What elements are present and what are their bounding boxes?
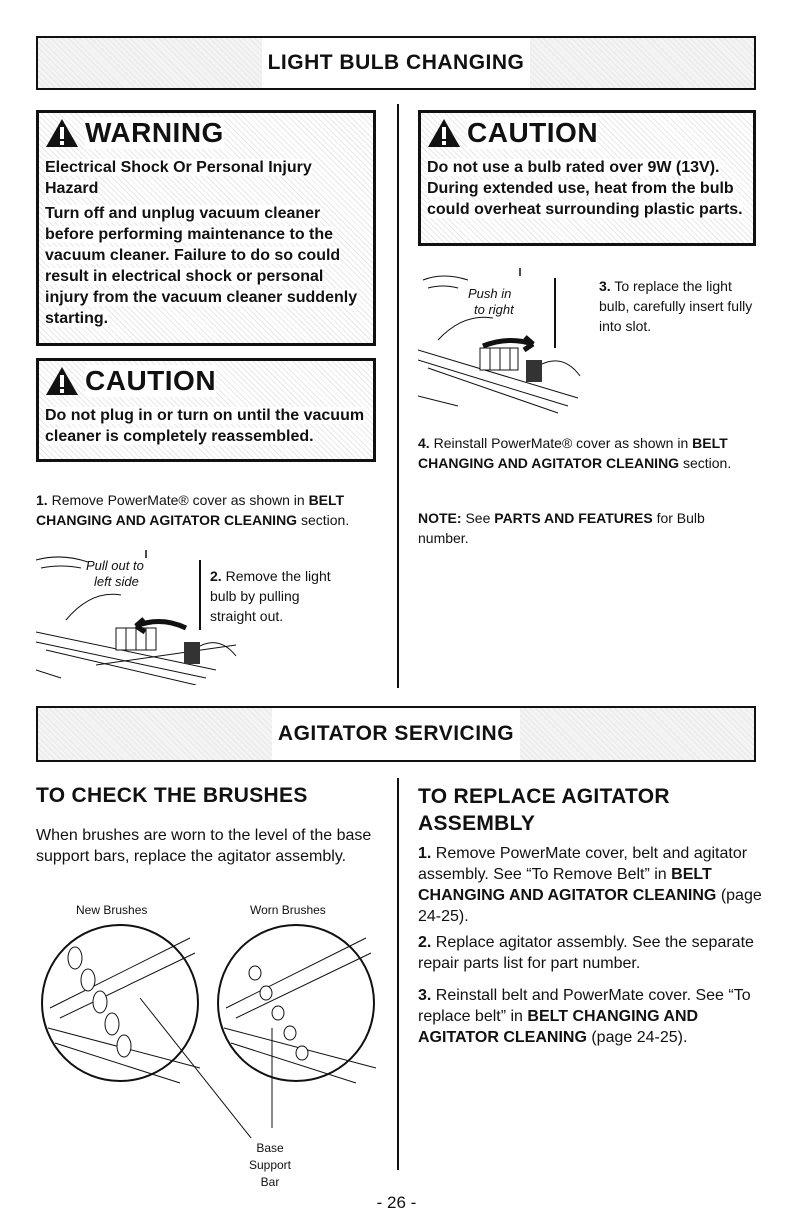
- warning-title: WARNING: [85, 117, 224, 149]
- column-divider: [397, 104, 399, 688]
- caution-box-bulb-rating: CAUTION Do not use a bulb rated over 9W …: [418, 110, 756, 246]
- note-bulb-number: NOTE: See PARTS AND FEATURES for Bulb nu…: [418, 510, 705, 546]
- bulb-removal-illustration: Pull out to left side: [36, 550, 237, 685]
- caution-title: CAUTION: [467, 117, 599, 149]
- caution-text: Do not plug in or turn on until the vacu…: [45, 407, 365, 445]
- replace-agitator-heading: TO REPLACE AGITATOR ASSEMBLY: [418, 785, 670, 835]
- replace-step-2: 2. Replace agitator assembly. See the se…: [418, 934, 754, 972]
- step-4-reinstall-cover: 4. Reinstall PowerMate® cover as shown i…: [418, 435, 732, 471]
- warning-box: WARNING Electrical Shock Or Personal Inj…: [36, 110, 376, 346]
- replace-step-1: 1. Remove PowerMate cover, belt and agit…: [418, 845, 762, 925]
- caution-title-row: CAUTION: [45, 365, 367, 397]
- step-2-remove-bulb: 2. Remove the light bulb by pulling stra…: [210, 568, 331, 624]
- warning-hazard: Electrical Shock Or Personal Injury Haza…: [45, 159, 312, 197]
- step-3-insert-bulb: 3. To replace the light bulb, carefully …: [599, 278, 753, 334]
- caution-title-row: CAUTION: [427, 117, 747, 149]
- pull-out-label: Pull out to: [86, 558, 144, 573]
- worn-brushes-label: Worn Brushes: [250, 903, 326, 917]
- replace-step-3: 3. Reinstall belt and PowerMate cover. S…: [418, 987, 751, 1046]
- warning-title-row: WARNING: [45, 117, 367, 149]
- base-support-bar-label: Base Support Bar: [248, 1141, 292, 1189]
- section-banner-light-bulb: LIGHT BULB CHANGING: [36, 36, 756, 90]
- section-title: AGITATOR SERVICING: [271, 708, 521, 760]
- warning-triangle-icon: [46, 119, 78, 147]
- caution-title: CAUTION: [85, 365, 217, 397]
- section-title: LIGHT BULB CHANGING: [261, 38, 531, 88]
- warning-triangle-icon: [428, 119, 460, 147]
- section-banner-agitator: AGITATOR SERVICING: [36, 706, 756, 762]
- warning-text: Turn off and unplug vacuum cleaner befor…: [45, 205, 358, 327]
- check-brushes-heading: TO CHECK THE BRUSHES: [36, 784, 308, 807]
- caution-box-reassembly: CAUTION Do not plug in or turn on until …: [36, 358, 376, 462]
- column-divider: [397, 778, 399, 1170]
- warning-triangle-icon: [46, 367, 78, 395]
- push-in-label: Push in: [468, 286, 511, 301]
- to-right-label: to right: [474, 302, 515, 317]
- brush-comparison-illustration: [41, 924, 377, 1138]
- bulb-insert-illustration: Push in to right: [418, 268, 581, 414]
- new-brushes-label: New Brushes: [76, 903, 148, 917]
- left-side-label: left side: [94, 574, 139, 589]
- check-brushes-text: When brushes are worn to the level of th…: [36, 827, 372, 865]
- step-1-remove-cover: 1. Remove PowerMate® cover as shown in B…: [36, 492, 350, 528]
- page-number: - 26 -: [376, 1193, 417, 1212]
- caution-text: Do not use a bulb rated over 9W (13V). D…: [427, 159, 743, 218]
